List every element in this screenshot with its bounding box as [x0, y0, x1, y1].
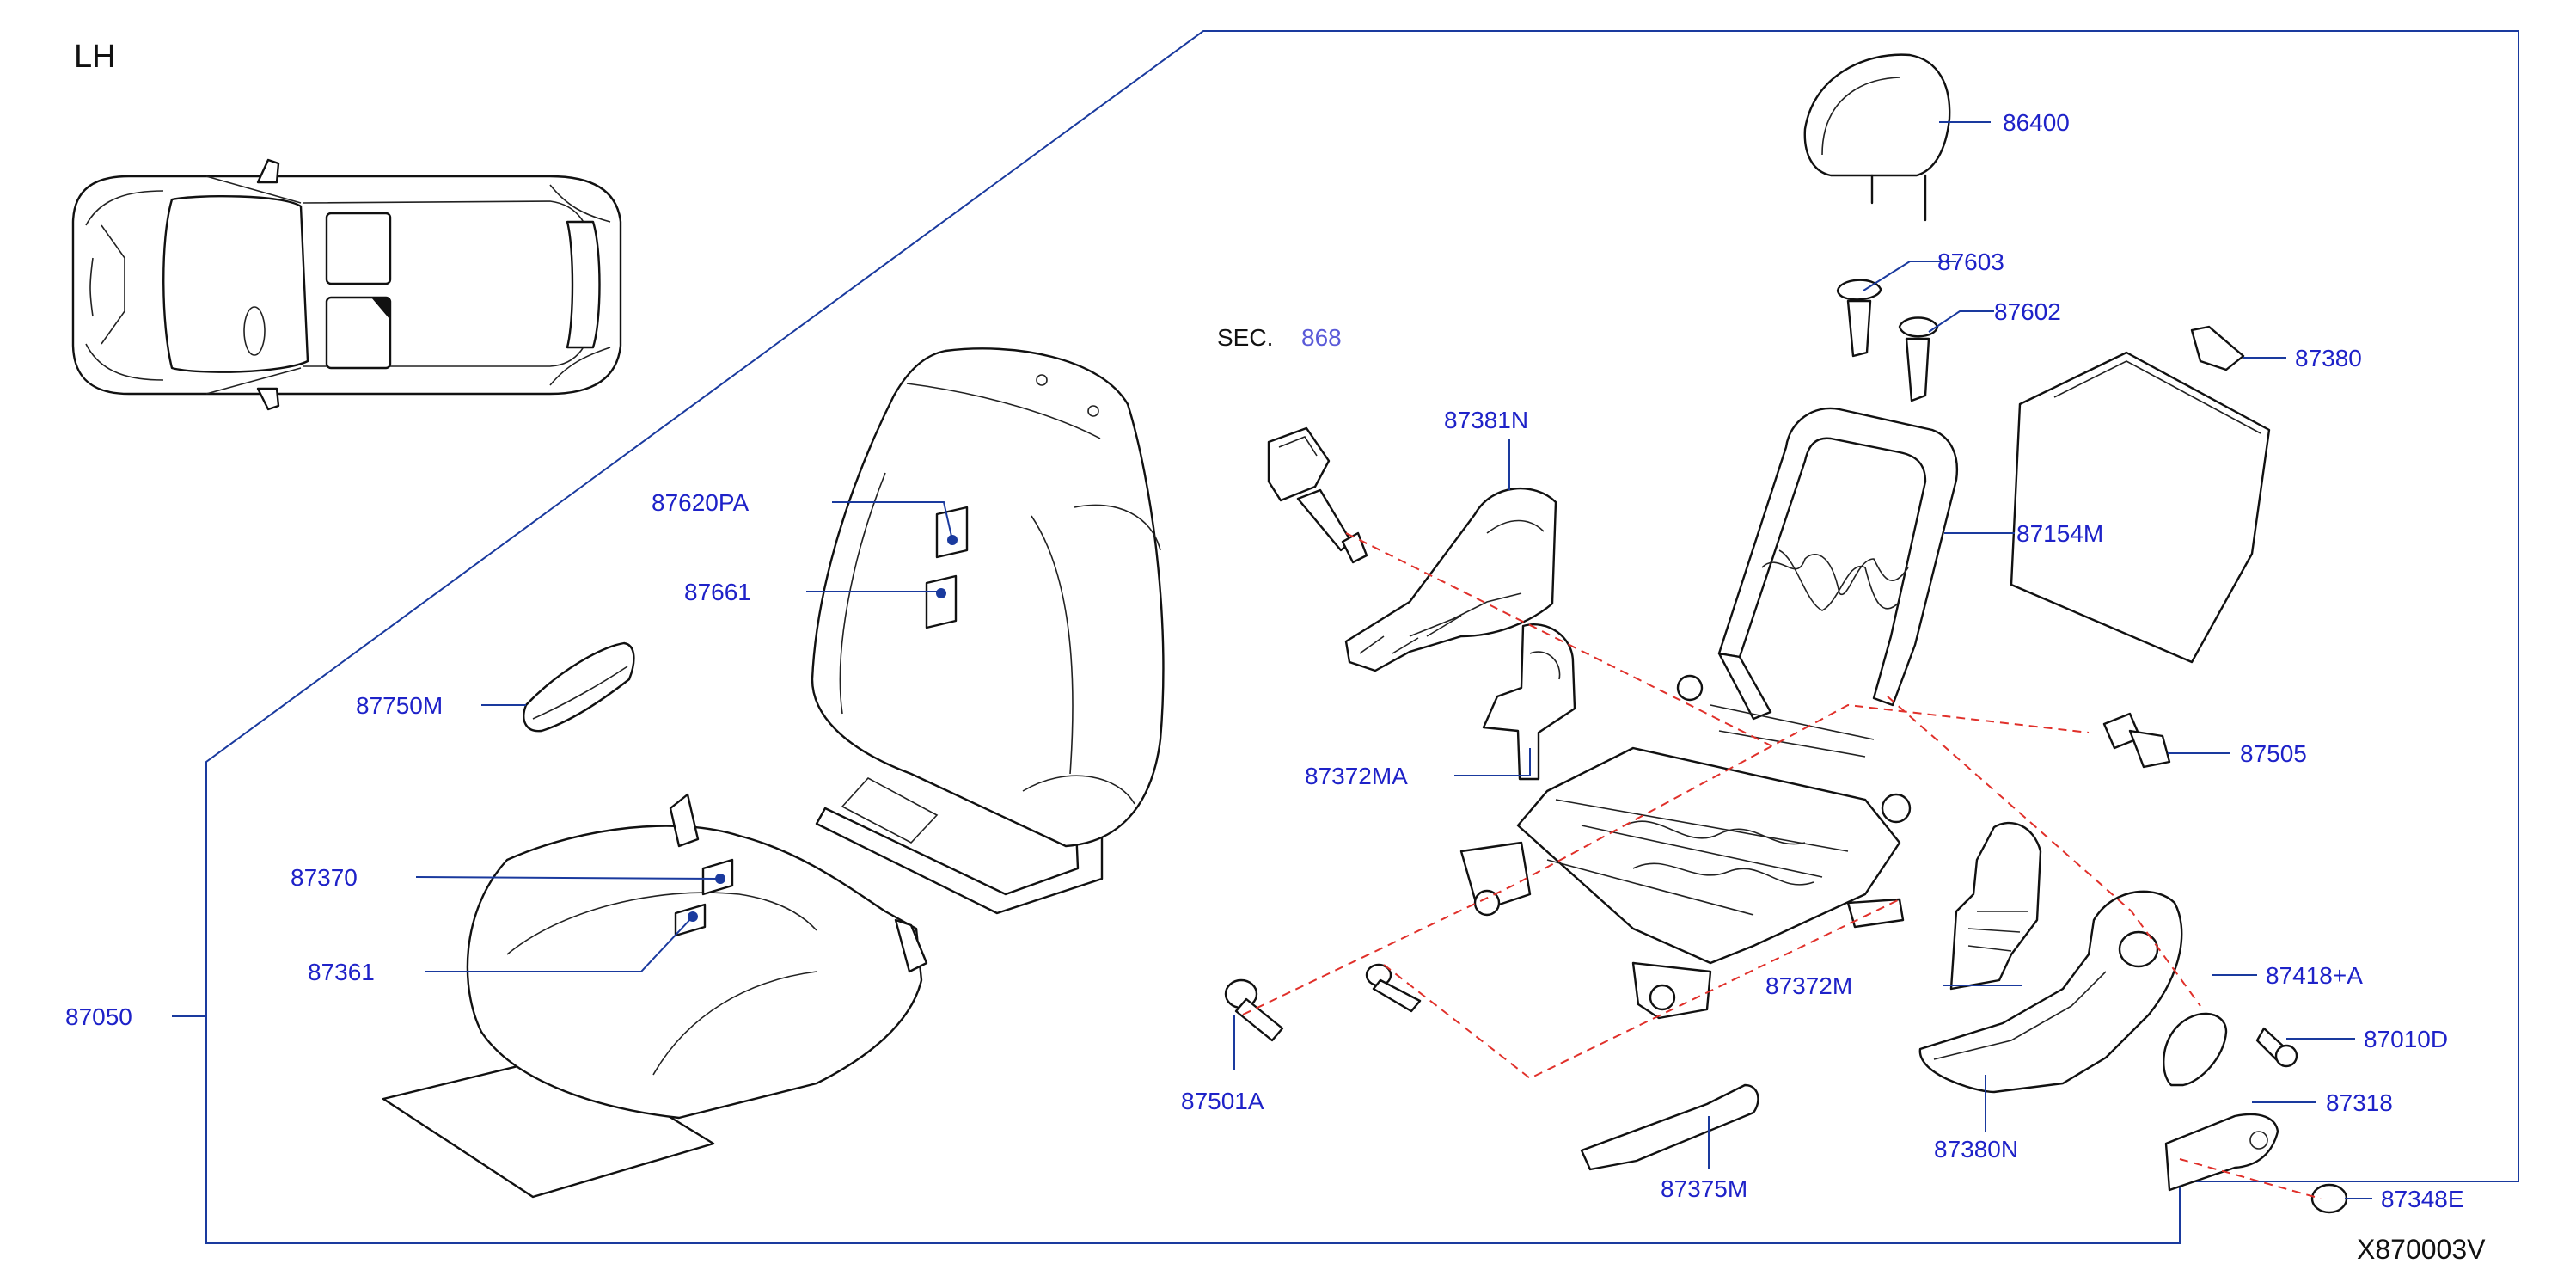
callout-87418A[interactable]: 87418+A	[2266, 962, 2363, 989]
callout-87380N[interactable]: 87380N	[1934, 1136, 2018, 1163]
front-finisher	[1580, 1083, 1759, 1171]
callout-87375M[interactable]: 87375M	[1661, 1175, 1747, 1202]
callout-87361[interactable]: 87361	[308, 959, 375, 985]
callout-87370[interactable]: 87370	[291, 864, 358, 891]
seat-cushion-trim	[382, 793, 928, 1199]
bolts	[1224, 963, 1422, 1042]
recliner-knob	[2163, 1012, 2228, 1087]
callout-87010D[interactable]: 87010D	[2364, 1026, 2448, 1052]
assembly-guide-lines	[1242, 532, 2322, 1199]
armrest	[523, 641, 635, 733]
callout-87372M[interactable]: 87372M	[1765, 972, 1852, 999]
side-label: LH	[74, 39, 116, 75]
callout-87603[interactable]: 87603	[1937, 248, 2004, 275]
callout-87372MA[interactable]: 87372MA	[1305, 763, 1408, 789]
callout-87620PA[interactable]: 87620PA	[652, 489, 749, 516]
outer-bracket	[1949, 821, 2042, 991]
side-finisher	[1918, 890, 2183, 1094]
lifter-lever	[2164, 1113, 2279, 1192]
callout-86400[interactable]: 86400	[2003, 109, 2070, 136]
callout-87050[interactable]: 87050	[65, 1003, 132, 1030]
lever-cap	[2310, 1183, 2348, 1214]
inner-cover	[1482, 623, 1576, 781]
callout-87505[interactable]: 87505	[2240, 740, 2307, 767]
sec-reference-link[interactable]: 868	[1301, 324, 1342, 351]
callout-87661[interactable]: 87661	[684, 579, 751, 605]
callout-87381N[interactable]: 87381N	[1444, 407, 1528, 433]
callout-87380[interactable]: 87380	[2295, 345, 2362, 371]
callout-87750M[interactable]: 87750M	[356, 692, 443, 719]
diagram-code: X870003V	[2357, 1234, 2486, 1265]
seat-frame-assembly	[1459, 407, 1959, 1020]
headrest	[1803, 53, 1951, 222]
back-board	[2010, 325, 2271, 664]
clip	[2102, 712, 2171, 769]
seat-belt-buckle	[1267, 426, 1368, 564]
headrest-guides	[1836, 279, 1939, 402]
recliner-cover-upper	[1344, 487, 1557, 672]
callout-87602[interactable]: 87602	[1994, 298, 2061, 325]
car-top-view-icon	[71, 158, 622, 411]
callout-87501A[interactable]: 87501A	[1181, 1088, 1264, 1114]
callout-87318[interactable]: 87318	[2326, 1089, 2393, 1116]
leader-lines	[172, 121, 2372, 1199]
callout-87154M[interactable]: 87154M	[2016, 520, 2103, 547]
callout-87348E[interactable]: 87348E	[2381, 1186, 2464, 1212]
assembly-frame	[205, 30, 2519, 1244]
seat-back-trim	[811, 347, 1165, 915]
screw	[2255, 1027, 2298, 1068]
sec-prefix: SEC.	[1217, 324, 1273, 351]
